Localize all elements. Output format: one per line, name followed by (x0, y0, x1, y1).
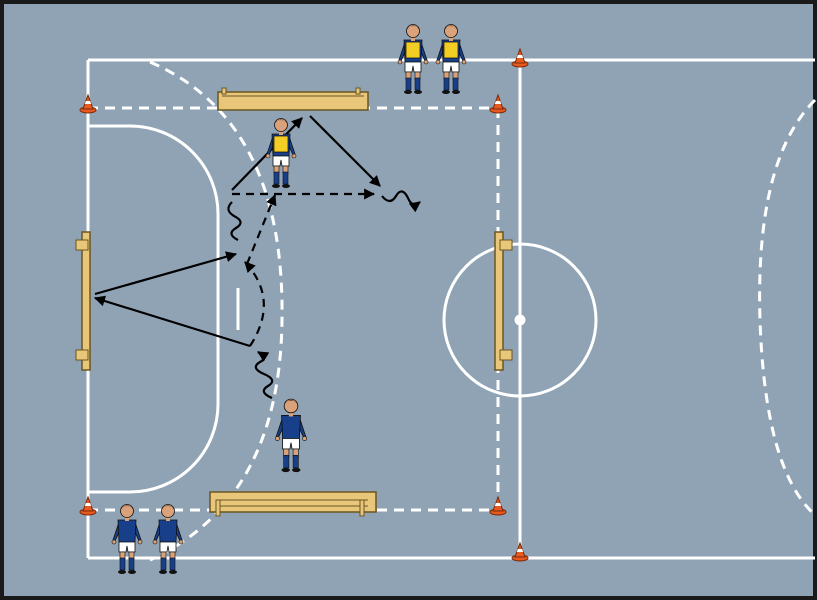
traffic-cone-icon (489, 93, 507, 114)
mini-goal-left (75, 231, 91, 371)
player-yellow-bib-icon (435, 24, 467, 94)
center-circle (442, 242, 598, 398)
player-yellow-bib-icon (265, 118, 297, 188)
dribble-path-3 (381, 190, 421, 213)
player-blue-icon (111, 504, 143, 574)
pass-arrow-4 (309, 115, 381, 187)
players-group (111, 24, 467, 574)
pass-arrow-2 (94, 251, 238, 296)
traffic-cone-icon (79, 93, 97, 114)
bench-bottom (209, 491, 377, 517)
center-spot (514, 314, 526, 326)
dribble-path-1 (254, 351, 274, 400)
dribble-path-2 (227, 201, 242, 241)
traffic-cone-icon (79, 495, 97, 516)
player-yellow-bib-icon (397, 24, 429, 94)
cones-group (79, 47, 529, 562)
bench-top (217, 87, 369, 111)
movement-arrows (93, 115, 421, 400)
right-penalty-dashed-arc (758, 98, 817, 517)
court-lines (86, 58, 815, 560)
traffic-cone-icon (489, 495, 507, 516)
pass-arrow-1 (93, 295, 251, 348)
mini-goal-center (494, 231, 513, 371)
player-blue-icon (274, 398, 308, 473)
traffic-cone-icon (511, 47, 529, 68)
run-path-dashed-1 (244, 261, 265, 347)
traffic-cone-icon (511, 541, 529, 562)
run-path-dashed-2 (245, 193, 277, 265)
player-blue-icon (152, 504, 184, 574)
left-penalty-area (88, 124, 220, 494)
